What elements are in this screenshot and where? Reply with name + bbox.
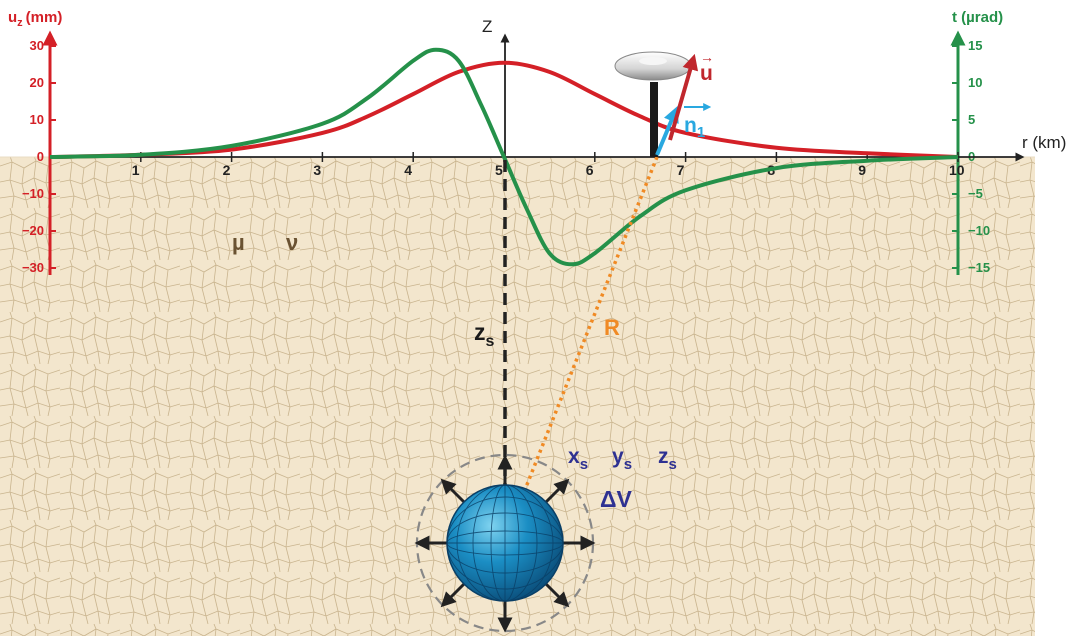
tilt-tick-label: −15 (968, 260, 990, 275)
svg-text:u: u (700, 62, 713, 85)
distance-R-label: R (604, 315, 620, 340)
r-tick-label: 9 (858, 162, 866, 178)
uz-axis-unit: (mm) (26, 9, 63, 26)
xs-label: x (568, 445, 580, 468)
source-depth-subscript: s (486, 333, 495, 350)
r-tick-label: 5 (495, 162, 503, 178)
sphere-grid (446, 484, 564, 602)
z-axis: Z (482, 17, 510, 157)
n1-label: n (684, 114, 697, 137)
u-vector-label: u (700, 62, 713, 85)
uz-tick-label: 30 (30, 38, 44, 53)
u-vector-overarrow: → (700, 49, 714, 65)
tilt-tick-label: −5 (968, 186, 983, 201)
tilt-axis-label: t (µrad) (952, 9, 1003, 26)
station-disc (614, 51, 692, 81)
expansion-arrow-up-right (544, 478, 570, 504)
r-tick-label: 3 (313, 162, 321, 178)
tilt-tick-label: 15 (968, 38, 982, 53)
tilt-curve (49, 47, 959, 267)
tilt-tick-label: 5 (968, 112, 975, 127)
ys-subscript: s (624, 456, 632, 473)
shear-modulus-label: µ (232, 230, 245, 255)
uz-tick-label: 0 (37, 149, 44, 164)
poisson-ratio-label: ν (286, 230, 298, 255)
r-tick-label: 4 (404, 162, 412, 178)
expansion-arrow-down-left (440, 582, 466, 608)
uz-tick-label: −30 (22, 260, 44, 275)
volume-change-label: ΔV (600, 486, 633, 512)
r-tick-label: 7 (677, 162, 685, 178)
uz-tick-label: 10 (30, 112, 44, 127)
ys-label: y (612, 445, 624, 468)
r-tick-label: 10 (949, 162, 965, 178)
zs-subscript: s (669, 456, 677, 473)
svg-text:uz(mm): uz(mm) (8, 9, 62, 29)
tilt-tick-label: 10 (968, 75, 982, 90)
uz-tick-label: −20 (22, 223, 44, 238)
tilt-tick-label: −10 (968, 223, 990, 238)
distance-R-line (503, 156, 659, 541)
n1-subscript: 1 (697, 124, 705, 141)
uz-tick-label: −10 (22, 186, 44, 201)
svg-text:n1: n1 (684, 114, 705, 141)
displacement-vector-u (668, 53, 699, 141)
svg-text:ys: ys (612, 445, 632, 473)
svg-text:zs: zs (658, 445, 677, 473)
svg-text:zs: zs (474, 319, 495, 350)
source-depth-label: z (474, 319, 486, 345)
expansion-arrow-up-left (440, 478, 466, 504)
zs-label: z (658, 445, 669, 468)
r-tick-label: 1 (132, 162, 140, 178)
expansion-arrow-down-right (544, 582, 570, 608)
uz-axis-subscript: z (17, 17, 23, 29)
z-axis-label: Z (482, 17, 492, 36)
r-tick-label: 2 (223, 162, 231, 178)
r-axis-label: r (km) (1022, 133, 1066, 152)
uz-axis-symbol: u (8, 9, 17, 26)
uz-displacement-curve (49, 60, 959, 159)
xs-subscript: s (580, 456, 588, 473)
pressure-source (414, 453, 596, 633)
tiltmeter-station (614, 51, 692, 157)
svg-text:xs: xs (568, 445, 588, 473)
uz-tick-label: 20 (30, 75, 44, 90)
normal-vector-n1 (655, 106, 679, 156)
station-pole (650, 82, 658, 157)
r-tick-label: 6 (586, 162, 594, 178)
